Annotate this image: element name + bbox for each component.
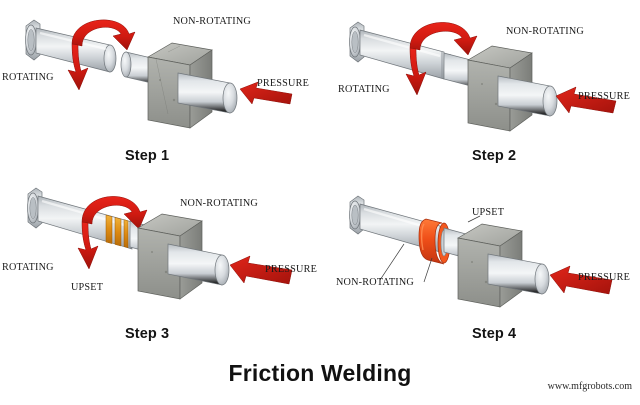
step-1-panel: ROTATING NON-ROTATING PRESSURE Step 1 <box>0 0 320 180</box>
step-3-rotating-label: ROTATING <box>2 262 54 273</box>
step-2-rotating-label: ROTATING <box>338 84 390 95</box>
step-3-upset-label: UPSET <box>71 282 104 293</box>
clamped-stub-2 <box>497 75 558 117</box>
watermark: www.mfgrobots.com <box>547 381 632 392</box>
step-1-label: Step 1 <box>125 148 170 164</box>
step-4-panel: UPSET NON-ROTATING PRESSURE Step 4 <box>320 172 640 352</box>
clamp-block-1 <box>147 42 213 129</box>
clamped-stub-3 <box>167 243 230 286</box>
step-4-label: Step 4 <box>472 326 517 342</box>
step-4-illustration <box>349 195 613 308</box>
step-3-pressure-label: PRESSURE <box>265 264 317 275</box>
pressure-arrow-2 <box>555 86 617 114</box>
step-1-non-rotating-label: NON-ROTATING <box>173 16 251 27</box>
upset-band-3 <box>105 214 129 249</box>
step-2-pressure-label: PRESSURE <box>578 91 630 102</box>
rotation-arrow-1 <box>67 19 136 91</box>
step-4-non-rotating-label: NON-ROTATING <box>336 277 414 288</box>
step-2-non-rotating-label: NON-ROTATING <box>506 26 584 37</box>
step-3-label: Step 3 <box>125 326 170 342</box>
step-1-rotating-label: ROTATING <box>2 72 54 83</box>
pressure-arrow-4 <box>549 265 613 295</box>
pressure-arrow-1 <box>239 81 293 105</box>
rotation-arrow-3 <box>77 196 148 270</box>
clamped-stub-1 <box>177 72 238 114</box>
step-1-illustration <box>25 19 293 129</box>
step-4-pressure-label: PRESSURE <box>578 272 630 283</box>
step-3-illustration <box>27 187 293 300</box>
step-2-illustration <box>349 21 617 132</box>
clamped-stub-4 <box>487 253 550 295</box>
figure-title: Friction Welding <box>228 360 412 386</box>
leader-lines-4 <box>379 215 481 283</box>
step-4-upset-label: UPSET <box>472 207 505 218</box>
step-2-panel: ROTATING NON-ROTATING PRESSURE Step 2 <box>320 0 640 180</box>
step-3-non-rotating-label: NON-ROTATING <box>180 198 258 209</box>
step-3-panel: ROTATING NON-ROTATING UPSET PRESSURE Ste… <box>0 172 320 352</box>
pressure-arrow-3 <box>229 255 293 285</box>
rotation-arrow-2 <box>405 22 478 96</box>
step-1-pressure-label: PRESSURE <box>257 78 309 89</box>
rotating-workpiece-1 <box>25 19 117 73</box>
step-2-label: Step 2 <box>472 148 517 164</box>
